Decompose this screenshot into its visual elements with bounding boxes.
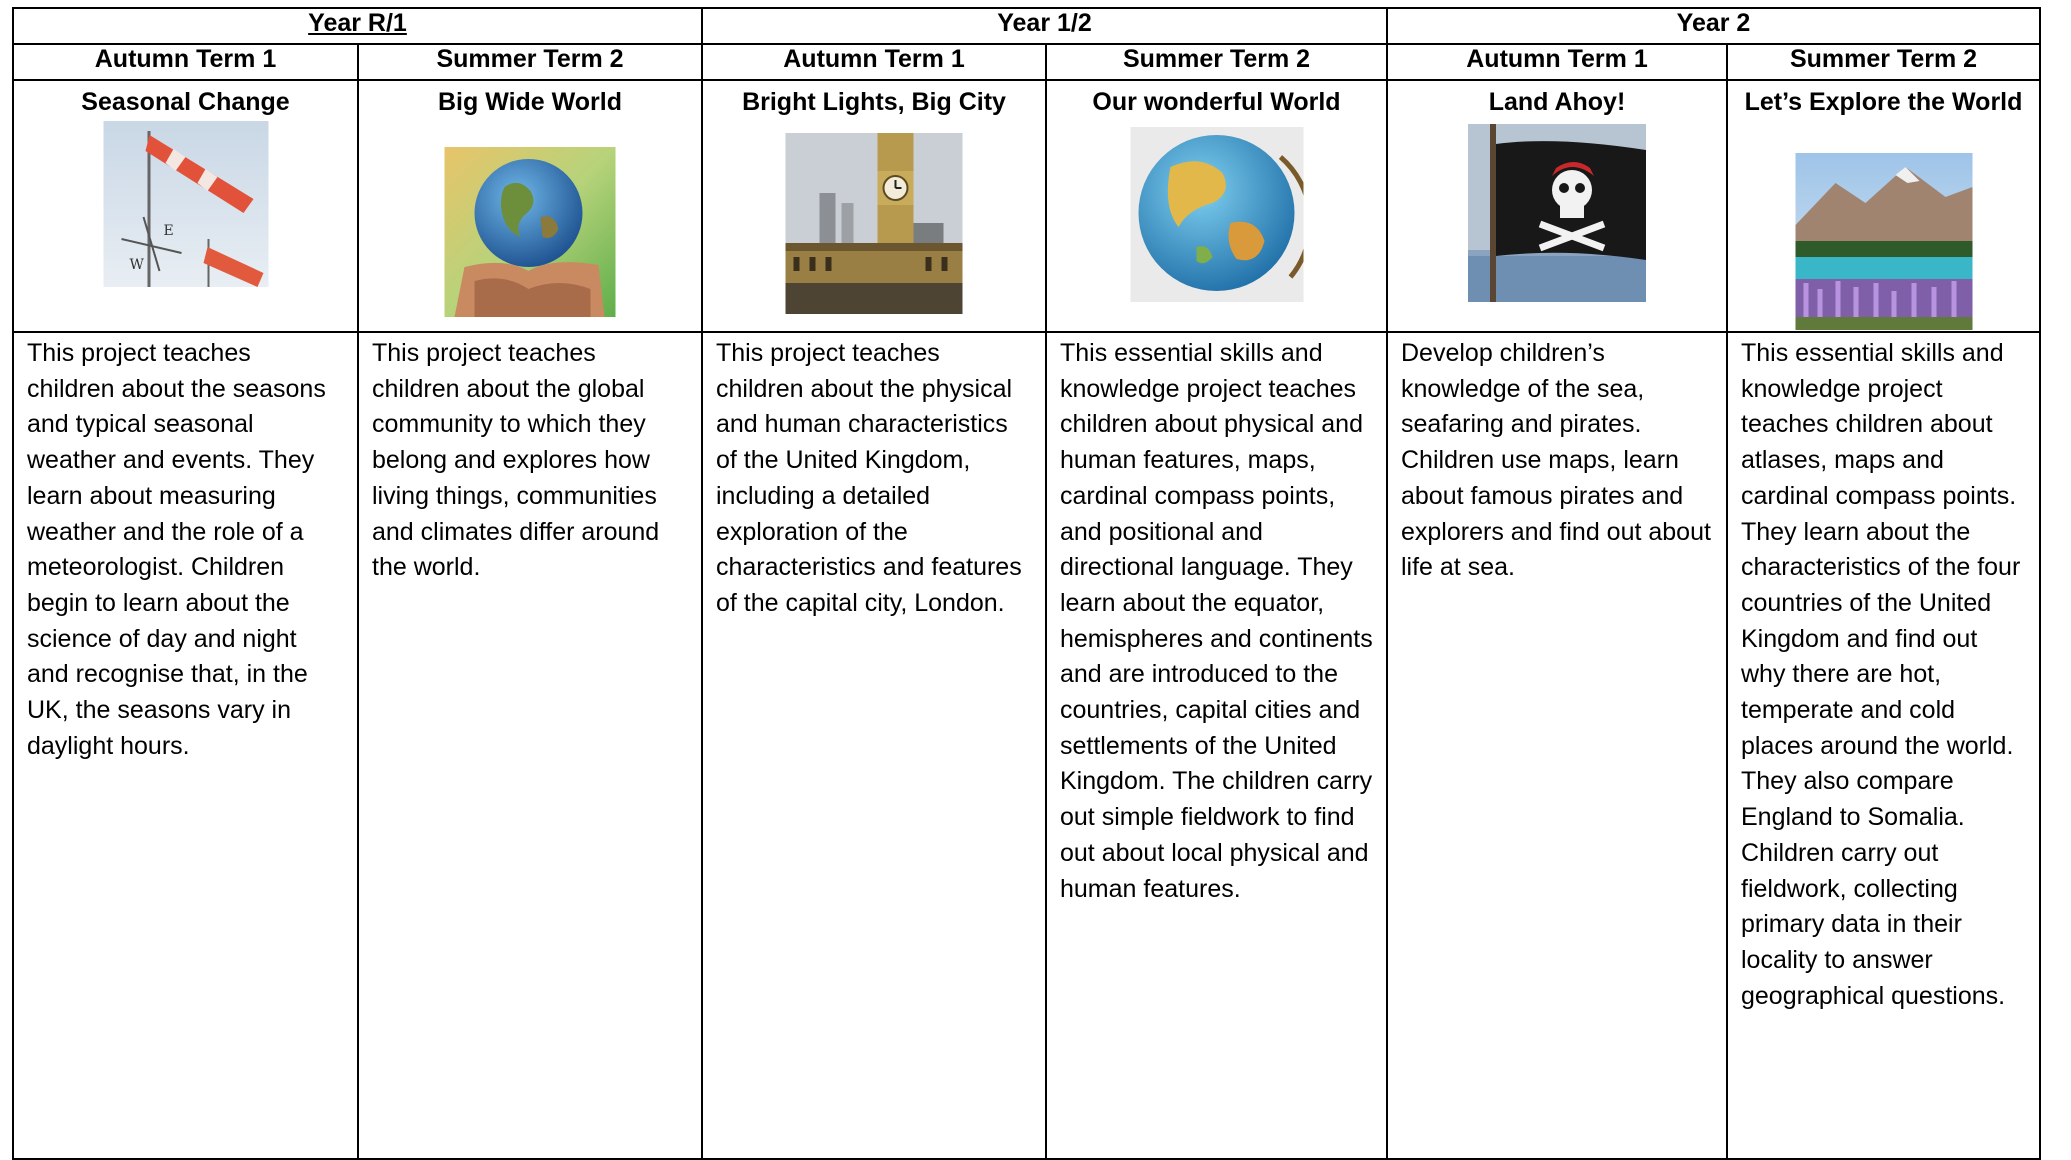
topic-cell: Our wonderful World: [1045, 79, 1388, 333]
year-label: Year 1/2: [997, 9, 1092, 37]
term-header: Summer Term 2: [1726, 43, 2041, 81]
topic-title: Seasonal Change: [81, 88, 290, 116]
year-header-1-2: Year 1/2: [701, 7, 1388, 45]
topic-title: Let’s Explore the World: [1744, 88, 2023, 116]
project-description: This essential skills and knowledge proj…: [1060, 339, 1373, 903]
topic-cell: Bright Lights, Big City: [701, 79, 1047, 333]
year-label: Year R/1: [308, 9, 407, 37]
year-header-2: Year 2: [1386, 7, 2041, 45]
term-header: Summer Term 2: [1045, 43, 1388, 81]
windsock-weathervane-photo: E W: [103, 121, 268, 287]
project-description: This essential skills and knowledge proj…: [1741, 339, 2021, 1010]
description-cell: This project teaches children about the …: [701, 331, 1047, 1160]
project-description: This project teaches children about the …: [372, 339, 660, 582]
topic-title: Our wonderful World: [1092, 88, 1341, 116]
description-cell: This essential skills and knowledge proj…: [1726, 331, 2041, 1160]
mountain-lake-lupins-photo: [1795, 153, 1972, 330]
topic-cell: Seasonal Change E W: [12, 79, 359, 333]
topic-cell: Let’s Explore the World: [1726, 79, 2041, 333]
svg-text:E: E: [163, 223, 173, 239]
year-header-r1: Year R/1: [12, 7, 703, 45]
description-row: This project teaches children about the …: [12, 331, 2041, 1160]
year-label: Year 2: [1676, 9, 1751, 37]
term-header-row: Autumn Term 1 Summer Term 2 Autumn Term …: [12, 43, 2041, 81]
topic-cell: Land Ahoy!: [1386, 79, 1728, 333]
topic-cell: Big Wide World: [357, 79, 703, 333]
term-header: Autumn Term 1: [12, 43, 359, 81]
big-ben-london-photo: [785, 133, 963, 314]
topic-title: Land Ahoy!: [1488, 88, 1626, 116]
topic-row: Seasonal Change E W: [12, 79, 2041, 333]
term-header: Summer Term 2: [357, 43, 703, 81]
description-cell: This essential skills and knowledge proj…: [1045, 331, 1388, 1160]
curriculum-table: Year R/1 Year 1/2 Year 2 Autumn Term 1 S…: [12, 7, 2041, 1160]
pirate-flag-photo: [1468, 124, 1646, 302]
term-header: Autumn Term 1: [701, 43, 1047, 81]
project-description: Develop children’s knowledge of the sea,…: [1401, 339, 1711, 582]
project-description: This project teaches children about the …: [27, 339, 326, 760]
topic-title: Big Wide World: [437, 88, 623, 116]
globe-photo: [1130, 127, 1303, 302]
description-cell: Develop children’s knowledge of the sea,…: [1386, 331, 1728, 1160]
earth-in-hands-photo: [444, 147, 616, 317]
term-header: Autumn Term 1: [1386, 43, 1728, 81]
description-cell: This project teaches children about the …: [357, 331, 703, 1160]
project-description: This project teaches children about the …: [716, 339, 1022, 617]
description-cell: This project teaches children about the …: [12, 331, 359, 1160]
year-header-row: Year R/1 Year 1/2 Year 2: [12, 7, 2041, 45]
topic-title: Bright Lights, Big City: [742, 88, 1006, 116]
svg-text:W: W: [129, 257, 144, 273]
